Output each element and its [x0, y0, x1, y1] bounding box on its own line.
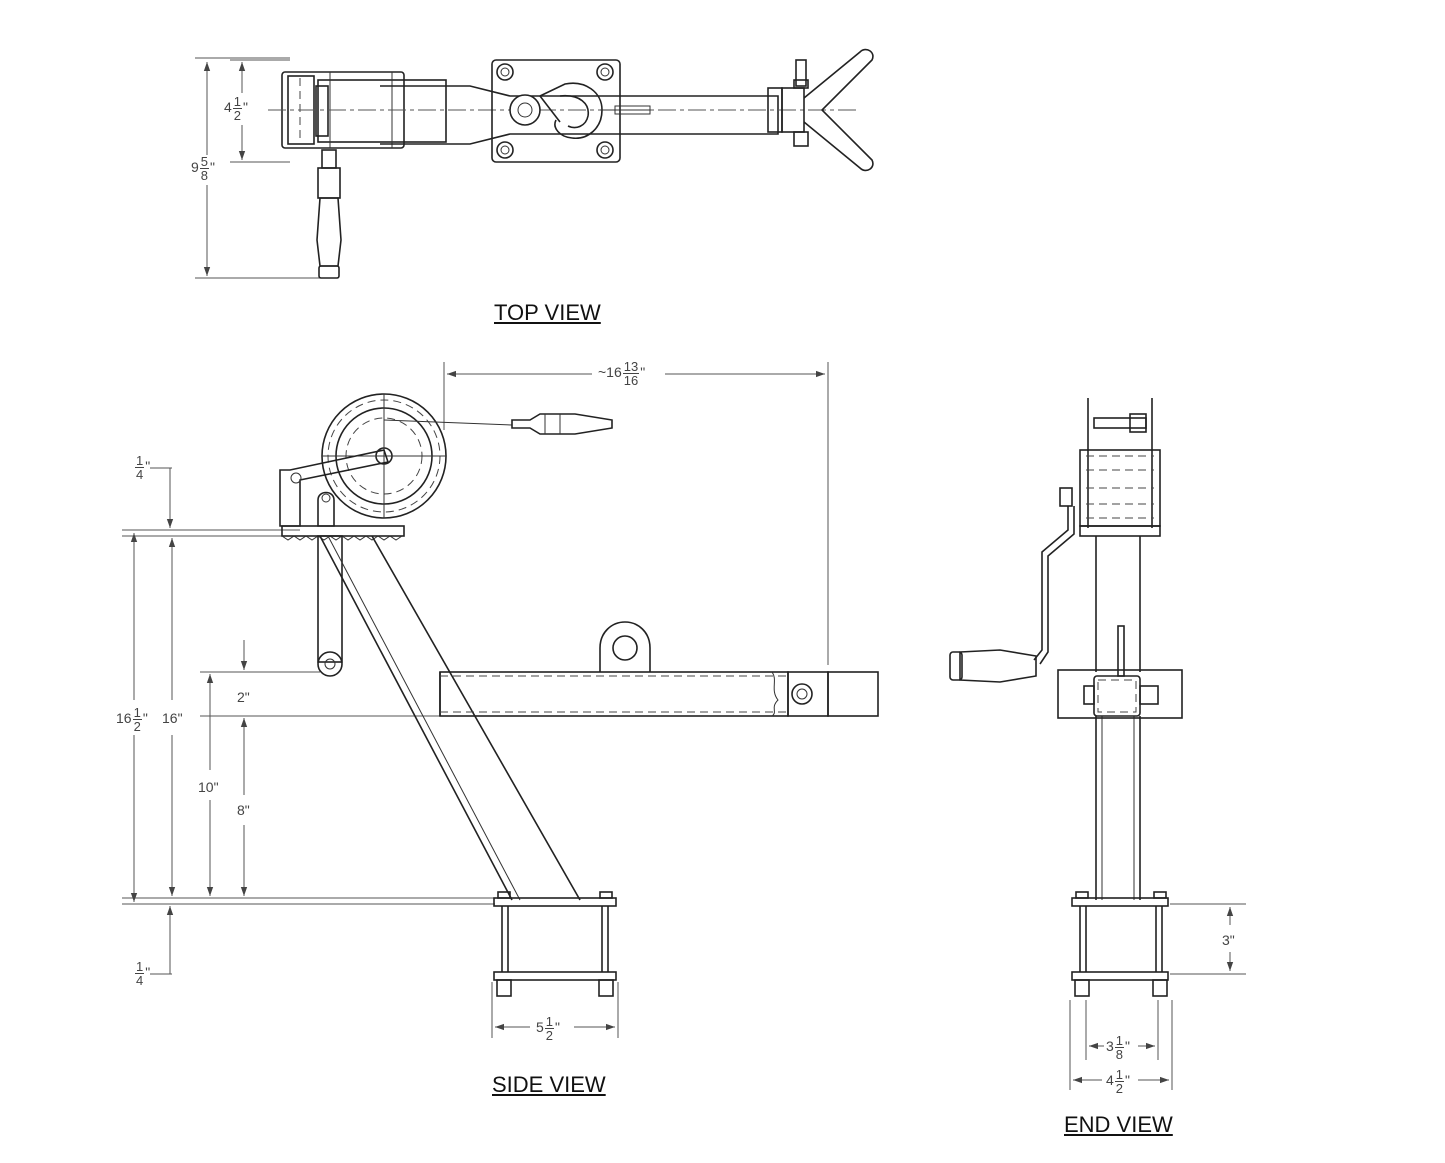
dim-end-height-3: 3" [1222, 932, 1235, 948]
dim-height-8: 8" [237, 802, 250, 818]
dim-height-10: 10" [198, 779, 219, 795]
side-view-title: SIDE VIEW [492, 1072, 606, 1097]
dim-arm-depth: 2" [237, 689, 250, 705]
top-view-title: TOP VIEW [494, 300, 601, 325]
end-view-drawing [949, 398, 1246, 1090]
side-view-drawing [122, 362, 879, 1038]
end-view-title: END VIEW [1064, 1112, 1173, 1137]
dim-height-16: 16" [162, 710, 183, 726]
top-view-drawing [195, 48, 874, 279]
